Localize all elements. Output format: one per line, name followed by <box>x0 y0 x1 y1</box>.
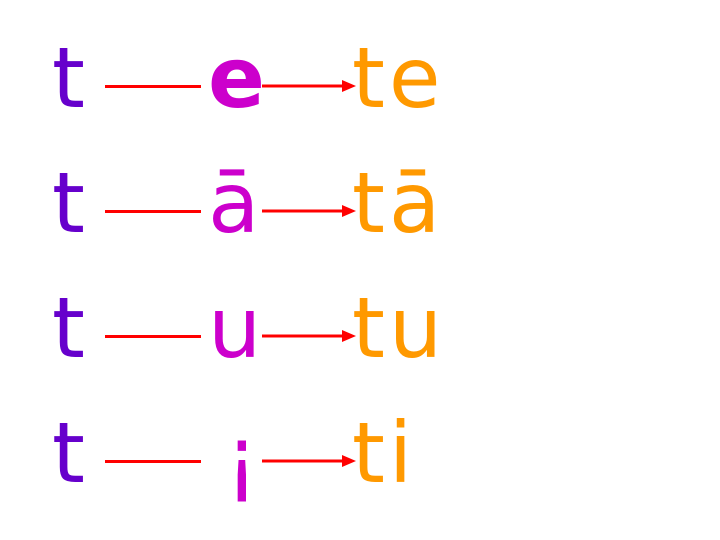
vowel-letter: ¡ <box>225 408 259 506</box>
connector-line <box>105 85 201 88</box>
vowel-letter: ā <box>208 154 260 252</box>
consonant-letter: t <box>52 404 85 502</box>
right-arrow-icon <box>262 451 358 471</box>
right-arrow-icon <box>262 76 358 96</box>
result-syllable: te <box>352 29 445 127</box>
result-syllable: ti <box>352 404 417 502</box>
connector-line <box>105 460 201 463</box>
syllable-row-4: t ¡ ti <box>0 393 720 513</box>
right-arrow-icon <box>262 326 358 346</box>
syllable-row-3: t u tu <box>0 268 720 388</box>
vowel-letter: e <box>208 29 265 127</box>
vowel-letter: u <box>208 279 262 377</box>
connector-line <box>105 335 201 338</box>
syllable-row-1: t e te <box>0 18 720 138</box>
result-syllable: tu <box>352 279 447 377</box>
consonant-letter: t <box>52 279 85 377</box>
result-syllable: tā <box>352 154 445 252</box>
right-arrow-icon <box>262 201 358 221</box>
syllable-row-2: t ā tā <box>0 143 720 263</box>
connector-line <box>105 210 201 213</box>
consonant-letter: t <box>52 154 85 252</box>
consonant-letter: t <box>52 29 85 127</box>
